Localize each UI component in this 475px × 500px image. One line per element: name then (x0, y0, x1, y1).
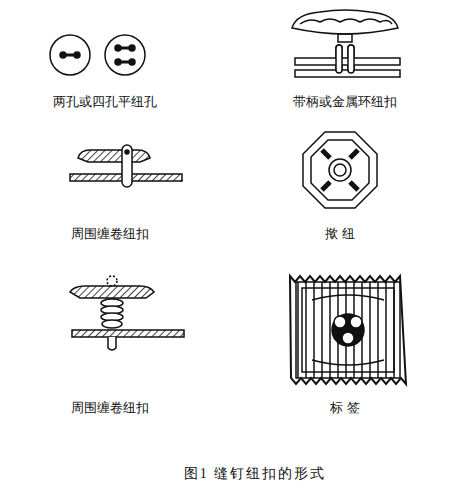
part-caption: 标 签 (330, 400, 359, 416)
part-caption: 带柄或金属环纽扣 (293, 94, 397, 110)
part-caption: 周围缠卷纽扣 (71, 400, 149, 416)
figure-caption: 图1 缝钉纽扣的形式 (184, 466, 327, 483)
part-caption: 两孔或四孔平纽孔 (53, 94, 157, 110)
part-caption: 揿 纽 (325, 226, 354, 242)
part-caption: 周围缠卷纽扣 (71, 226, 149, 242)
